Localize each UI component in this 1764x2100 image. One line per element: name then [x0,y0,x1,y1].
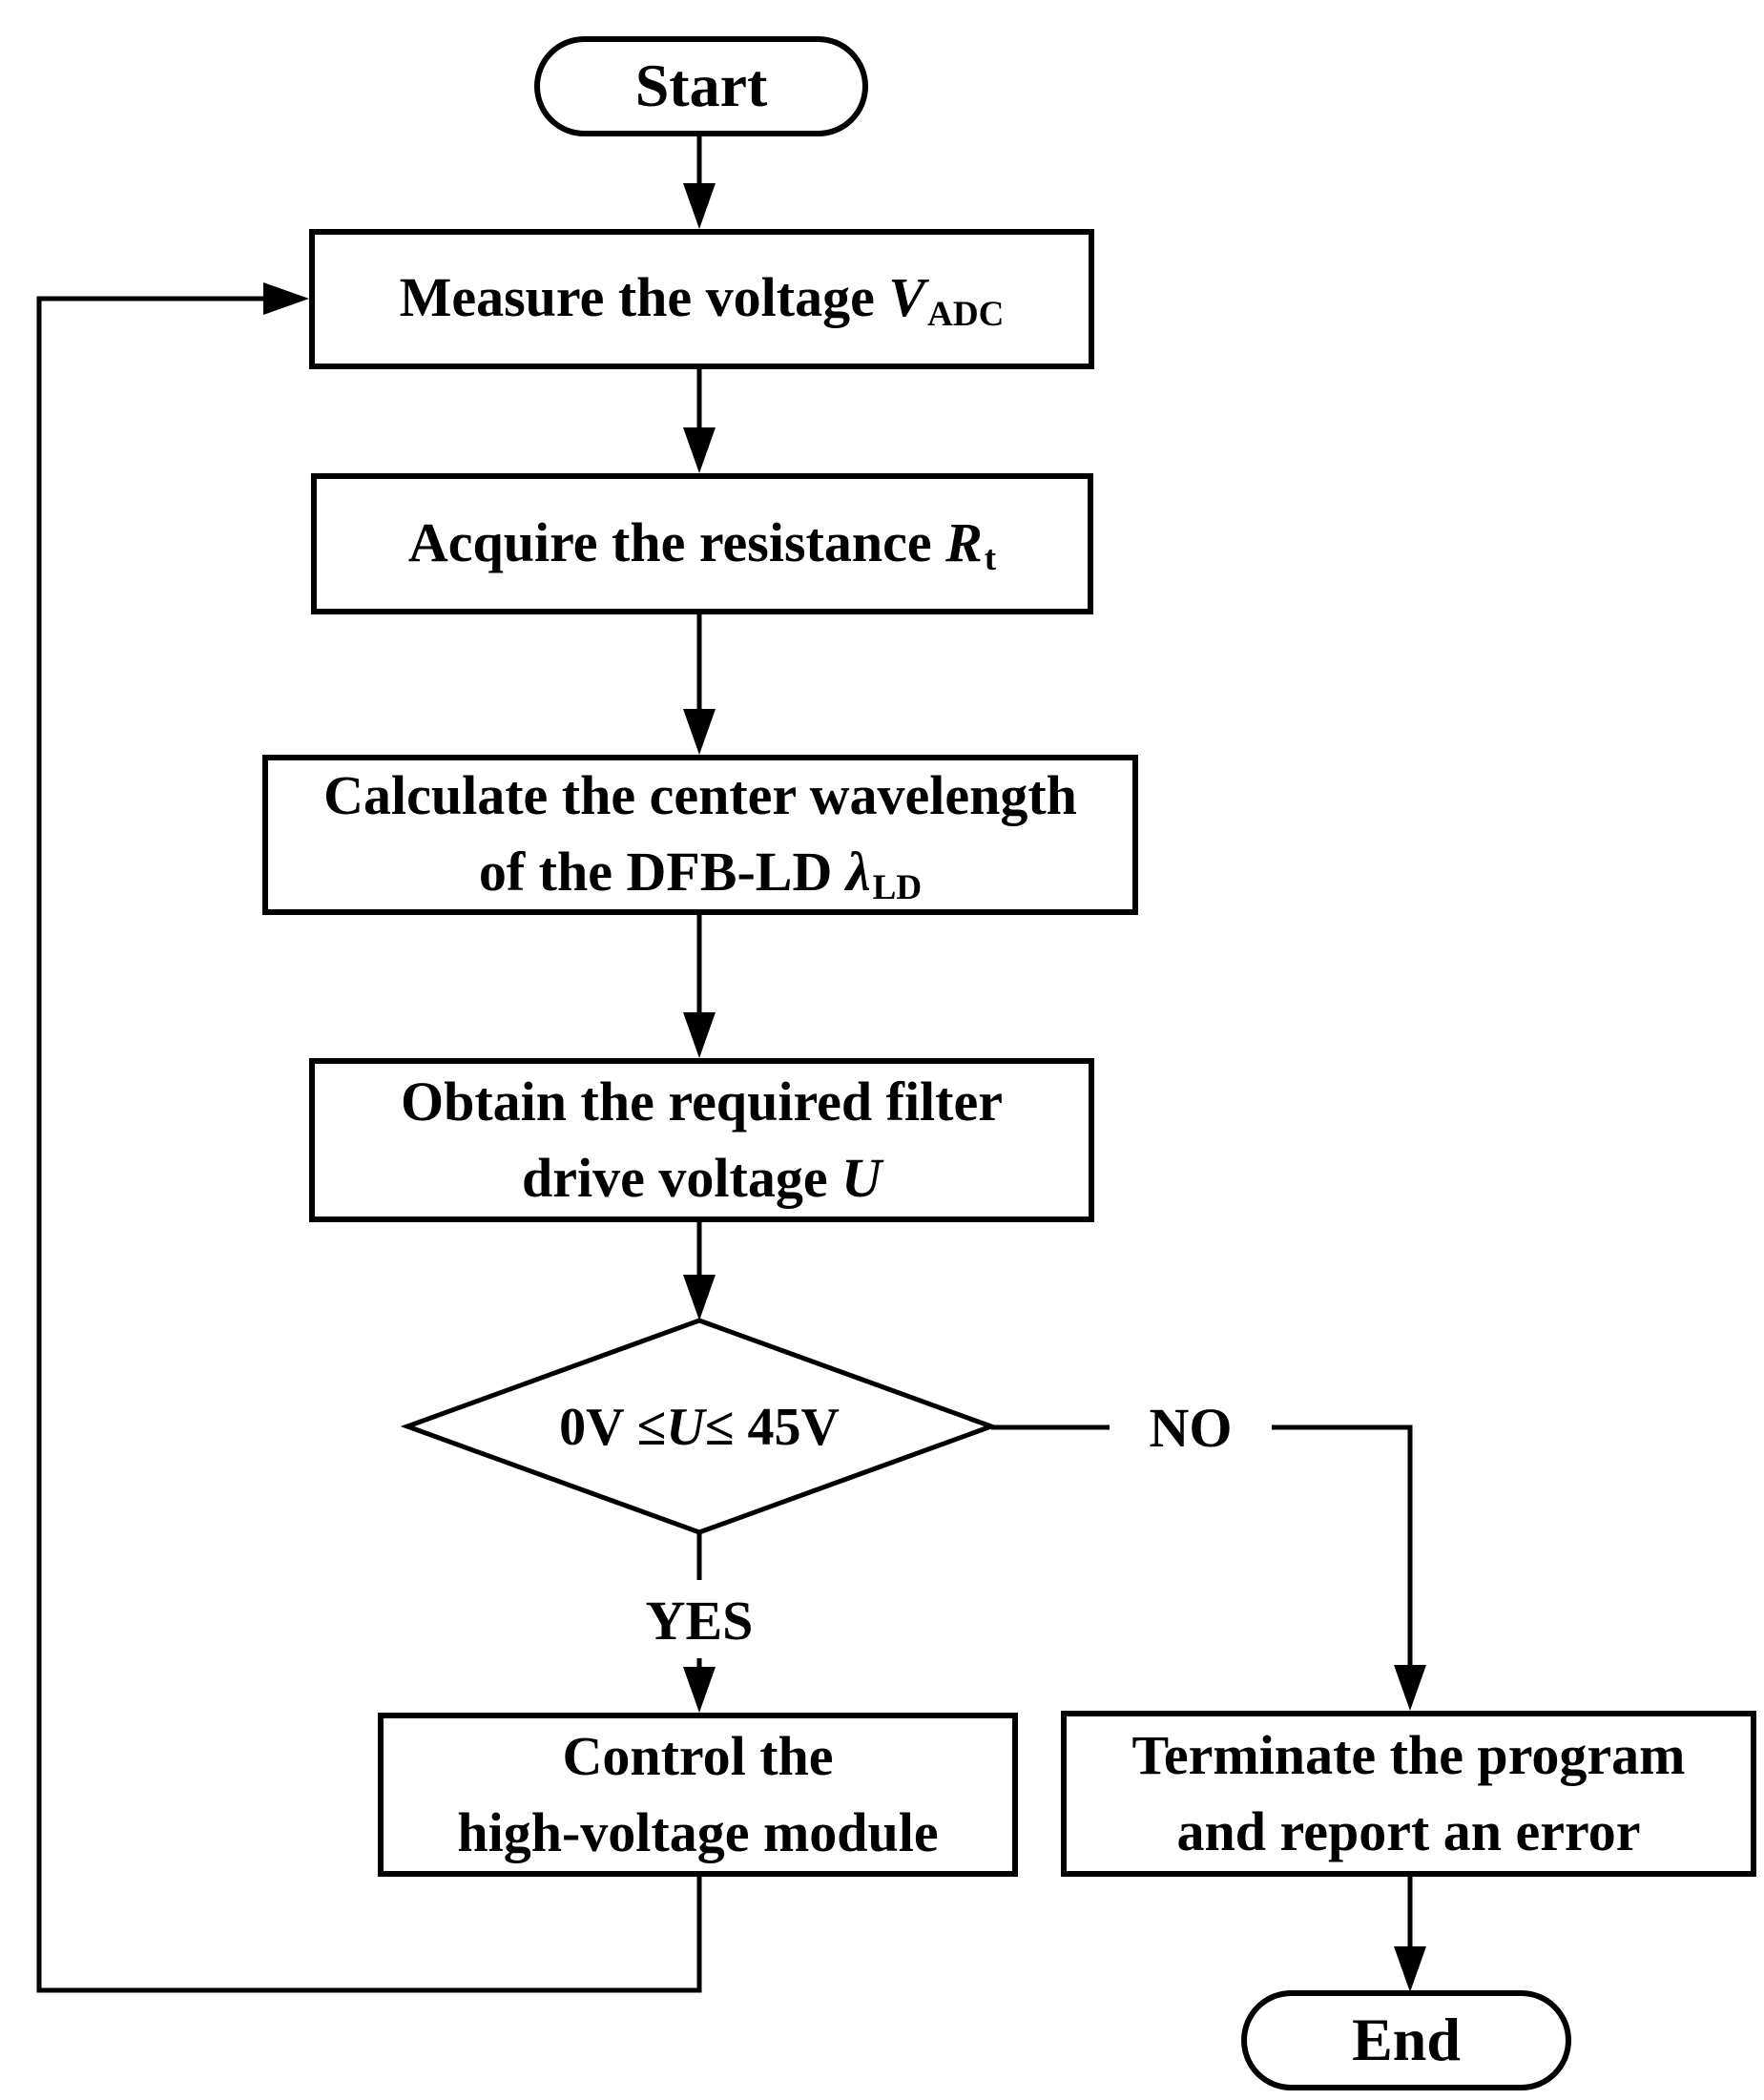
end-node: End [1241,1990,1571,2090]
arrowhead-into-end [1394,1946,1426,1992]
decision-diamond-shape [400,1318,999,1535]
process-acquire-resistance: Acquire the resistance Rt [311,473,1093,614]
start-node: Start [534,36,868,136]
process-terminate-program: Terminate the program and report an erro… [1061,1711,1756,1877]
process-obtain-drive-voltage-line1: Obtain the required filter [401,1070,1003,1133]
variable-v: V [888,266,926,329]
subscript-adc: ADC [927,294,1005,334]
variable-r: R [945,510,983,573]
arrowhead-into-acquire [683,427,716,473]
process-calculate-wavelength-line2: of the DFB-LD λLD [478,840,923,908]
subscript-ld: LD [872,868,923,908]
arrowhead-into-decision [683,1275,716,1320]
arrowhead-into-calculate [683,709,716,755]
subscript-t: t [984,539,997,579]
arrowhead-into-control [683,1667,716,1713]
edge-no-label-to-terminate [1272,1424,1413,1666]
process-calculate-wavelength: Calculate the center wavelength of the D… [262,755,1138,915]
variable-u: U [841,1147,882,1209]
process-obtain-drive-voltage: Obtain the required filter drive voltage… [309,1058,1094,1222]
arrowhead-into-measure-top [683,183,716,229]
process-measure-voltage-text: Measure the voltage VADC [399,266,1005,334]
variable-u-decision: U [666,1398,705,1457]
process-control-hv-module: Control the high-voltage module [378,1713,1018,1877]
no-branch-label: NO [1149,1396,1233,1459]
arrowhead-into-terminate [1394,1665,1426,1711]
arrowhead-into-measure-left [263,282,309,315]
process-control-hv-module-line2: high-voltage module [457,1801,939,1863]
arrowhead-into-obtain [683,1012,716,1058]
end-label: End [1352,2006,1461,2074]
start-label: Start [634,52,768,120]
variable-lambda: λ [845,840,871,903]
process-calculate-wavelength-line1: Calculate the center wavelength [323,763,1077,826]
yes-branch-label: YES [645,1589,754,1652]
process-control-hv-module-line1: Control the [562,1724,834,1787]
edge-loopback-control-to-measure [36,296,702,1993]
process-terminate-program-line1: Terminate the program [1131,1723,1686,1786]
process-acquire-resistance-text: Acquire the resistance Rt [407,510,997,579]
process-obtain-drive-voltage-line2: drive voltage U [522,1147,882,1209]
process-measure-voltage: Measure the voltage VADC [309,229,1094,369]
decision-voltage-range-label: 0V ≤ U ≤ 45V [559,1398,840,1457]
process-terminate-program-line2: and report an error [1176,1800,1641,1862]
